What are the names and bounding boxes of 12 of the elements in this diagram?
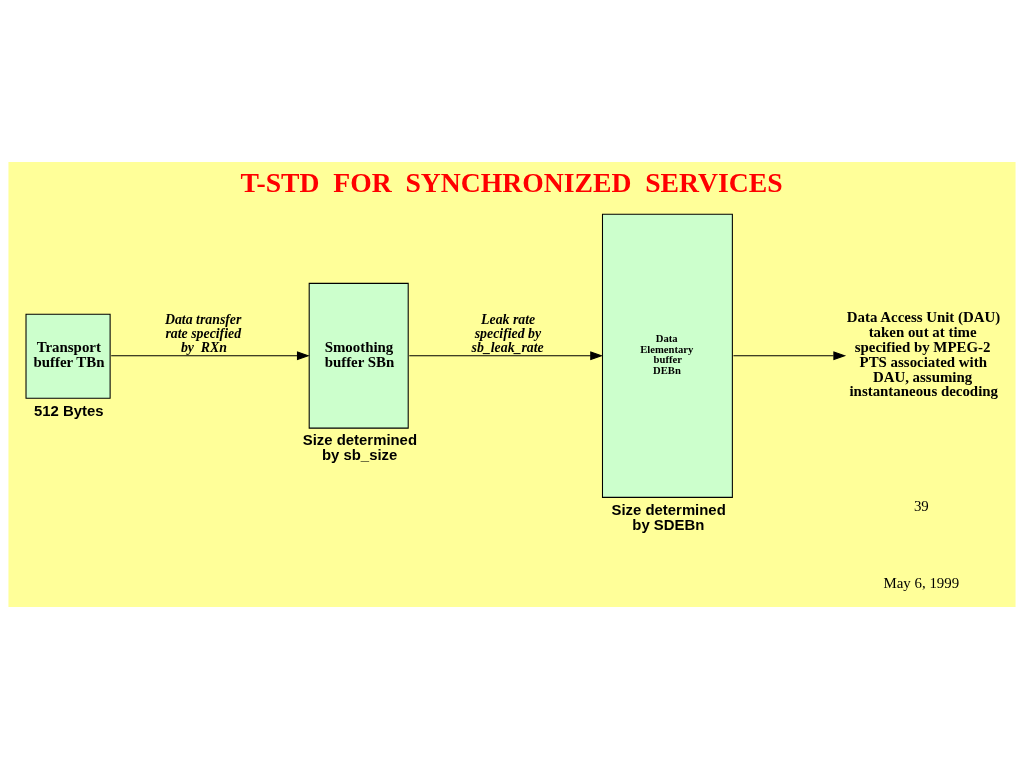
- edge-label: Leak rate specified by sb_leak_rate: [471, 311, 544, 355]
- arrow: [110, 350, 310, 360]
- diagram-title: T-STD FOR SYNCHRONIZED SERVICES: [240, 166, 783, 198]
- label: 39: [913, 497, 929, 514]
- node-label: Size determined by SDEBn: [611, 501, 726, 532]
- node-text: Data Access Unit (DAU) taken out at time specified by MPEG-2 PTS associated with DAU, assuming instantaneous decoding: [846, 308, 1001, 399]
- arrow: [408, 350, 604, 360]
- node-label: Size determined by sb_size: [302, 431, 418, 463]
- edge-label: Data transfer rate specified by RXn: [164, 311, 242, 355]
- label: May 6, 1999: [883, 574, 960, 591]
- node-label: 512 Bytes: [34, 402, 104, 419]
- arrow: [732, 350, 847, 360]
